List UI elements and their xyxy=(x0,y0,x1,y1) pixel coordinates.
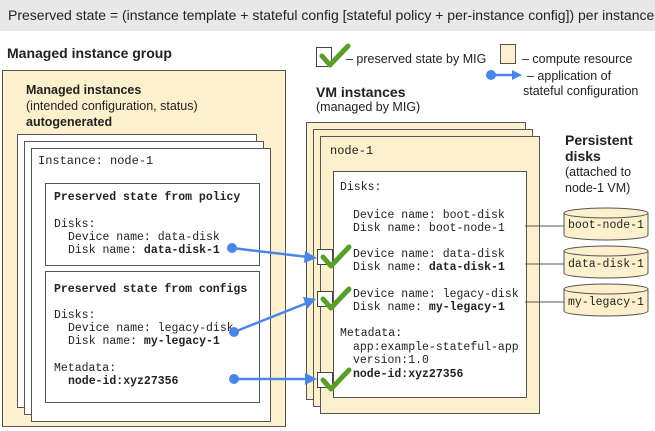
policy-disks-label: Disks: xyxy=(54,218,96,231)
managed-instances-title: Managed instances xyxy=(26,83,142,97)
vm-data-disk-prefix: Disk name: xyxy=(353,261,429,274)
configs-metadata-label: Metadata: xyxy=(54,362,117,375)
disk-label-data: data-disk-1 xyxy=(568,258,644,271)
vm-legacy-disk: Disk name: my-legacy-1 xyxy=(353,301,505,314)
legacy-disk-check-icon xyxy=(320,286,352,311)
vm-boot-device: Device name: boot-disk xyxy=(353,209,505,222)
policy-device-name: Device name: data-disk xyxy=(68,231,220,244)
vm-node-label: node-1 xyxy=(330,144,374,158)
disk-label-legacy: my-legacy-1 xyxy=(568,296,644,309)
vm-metadata-node: node-id:xyz27356 xyxy=(353,368,464,381)
header-banner xyxy=(0,0,655,31)
mig-title: Managed instance group xyxy=(7,45,172,61)
managed-instances-subtitle: (intended configuration, status) xyxy=(26,99,198,113)
vm-legacy-disk-prefix: Disk name: xyxy=(353,301,429,314)
legend-preserved-state: – preserved state by MIG xyxy=(346,52,487,66)
legend-application-line2: stateful configuration xyxy=(523,84,639,98)
legend-check-icon xyxy=(319,43,351,68)
configs-state-box xyxy=(45,271,260,403)
disk-cylinder-legacy xyxy=(563,283,649,317)
metadata-check-icon xyxy=(320,367,352,392)
vm-metadata-app: app:example-stateful-app xyxy=(353,341,519,354)
vm-details-box xyxy=(333,171,527,398)
vm-subtitle: (managed by MIG) xyxy=(316,100,421,114)
vm-disks-label: Disks: xyxy=(340,181,382,194)
vm-data-disk: Disk name: data-disk-1 xyxy=(353,261,505,274)
vm-title: VM instances xyxy=(316,84,406,100)
configs-to-vm-arrow xyxy=(229,297,316,337)
configs-disk-name-prefix: Disk name: xyxy=(68,335,144,348)
legend-compute-resource: – compute resource xyxy=(522,52,633,66)
vm-data-device: Device name: data-disk xyxy=(353,248,505,261)
policy-box-title: Preserved state from policy xyxy=(54,191,241,204)
configs-box-title: Preserved state from configs xyxy=(54,283,248,296)
disk-cylinder-boot xyxy=(563,207,649,241)
configs-metadata-value: node-id:xyz27356 xyxy=(68,375,179,388)
legend-compute-swatch xyxy=(500,44,516,64)
policy-disk-name: Disk name: data-disk-1 xyxy=(68,244,220,257)
data-disk-check-icon xyxy=(320,244,352,269)
policy-state-box xyxy=(45,183,260,266)
configs-disk-name-value: my-legacy-1 xyxy=(143,335,220,348)
policy-disk-name-value: data-disk-1 xyxy=(143,244,220,257)
disk-label-boot: boot-node-1 xyxy=(568,219,644,232)
policy-to-vm-arrow xyxy=(227,243,317,263)
vm-legacy-device: Device name: legacy-disk xyxy=(353,288,519,301)
configs-disks-label: Disks: xyxy=(54,309,96,322)
autogenerated-label: autogenerated xyxy=(26,115,113,129)
instance-label: Instance: node-1 xyxy=(38,154,154,168)
persistent-title-line2: disks xyxy=(565,148,601,164)
vm-legacy-disk-value: my-legacy-1 xyxy=(428,301,505,314)
vm-boot-disk: Disk name: boot-node-1 xyxy=(353,222,505,235)
vm-metadata-label: Metadata: xyxy=(340,327,403,340)
persistent-title-line1: Persistent xyxy=(565,132,633,148)
legend-arrow-icon xyxy=(486,70,522,80)
persistent-sub-line2: node-1 VM) xyxy=(565,181,631,195)
configs-disk-name: Disk name: my-legacy-1 xyxy=(68,335,220,348)
legend-application-line1: – application of xyxy=(527,69,612,83)
page-title: Preserved state = (instance template + s… xyxy=(8,7,655,23)
metadata-to-vm-arrow xyxy=(229,373,317,385)
disk-cylinder-data xyxy=(563,245,649,279)
vm-data-disk-value: data-disk-1 xyxy=(428,261,505,274)
policy-disk-name-prefix: Disk name: xyxy=(68,244,144,257)
vm-metadata-version: version:1.0 xyxy=(353,354,429,367)
configs-device-name: Device name: legacy-disk xyxy=(68,322,234,335)
persistent-sub-line1: (attached to xyxy=(565,165,632,179)
